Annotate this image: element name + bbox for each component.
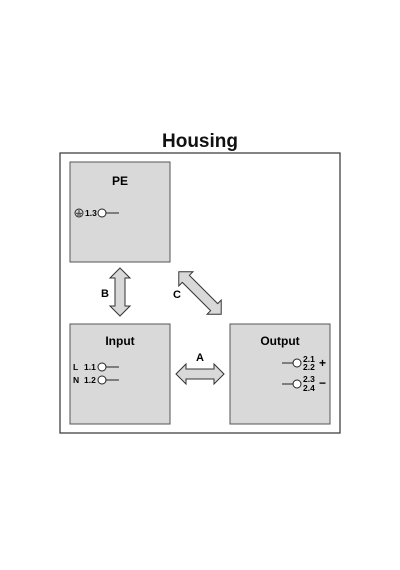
output-terminal-label-2-3: 2.3 [303,374,315,384]
housing-frame [59,152,341,434]
output-terminal-label-2-4: 2.4 [303,383,315,393]
input-terminal-n [97,375,119,385]
input-terminal-label-1-1: 1.1 [84,362,96,372]
output-title: Output [260,334,299,348]
arrow-b-label: B [101,288,109,300]
arrow-a-label: A [196,352,204,364]
arrow-c-label: C [173,289,181,301]
ground-icon [74,208,84,218]
input-side-n: N [73,375,79,385]
arrow-b [108,267,132,317]
output-terminal-positive [282,358,302,368]
housing-title: Housing [162,131,238,152]
input-side-l: L [73,362,78,372]
input-terminal-label-1-2: 1.2 [84,375,96,385]
pe-terminal [97,208,119,218]
output-polarity-negative: − [319,376,326,390]
pe-box [69,161,171,263]
output-box [229,323,331,425]
output-polarity-positive: + [319,356,326,370]
pe-terminal-label: 1.3 [85,208,97,218]
arrow-c [178,271,222,315]
pe-title: PE [112,174,128,188]
input-title: Input [105,334,134,348]
output-terminal-negative [282,379,302,389]
output-terminal-label-2-2: 2.2 [303,362,315,372]
output-terminal-label-2-1: 2.1 [303,354,315,364]
arrow-a [175,362,225,386]
input-terminal-l [97,362,119,372]
input-box [69,323,171,425]
